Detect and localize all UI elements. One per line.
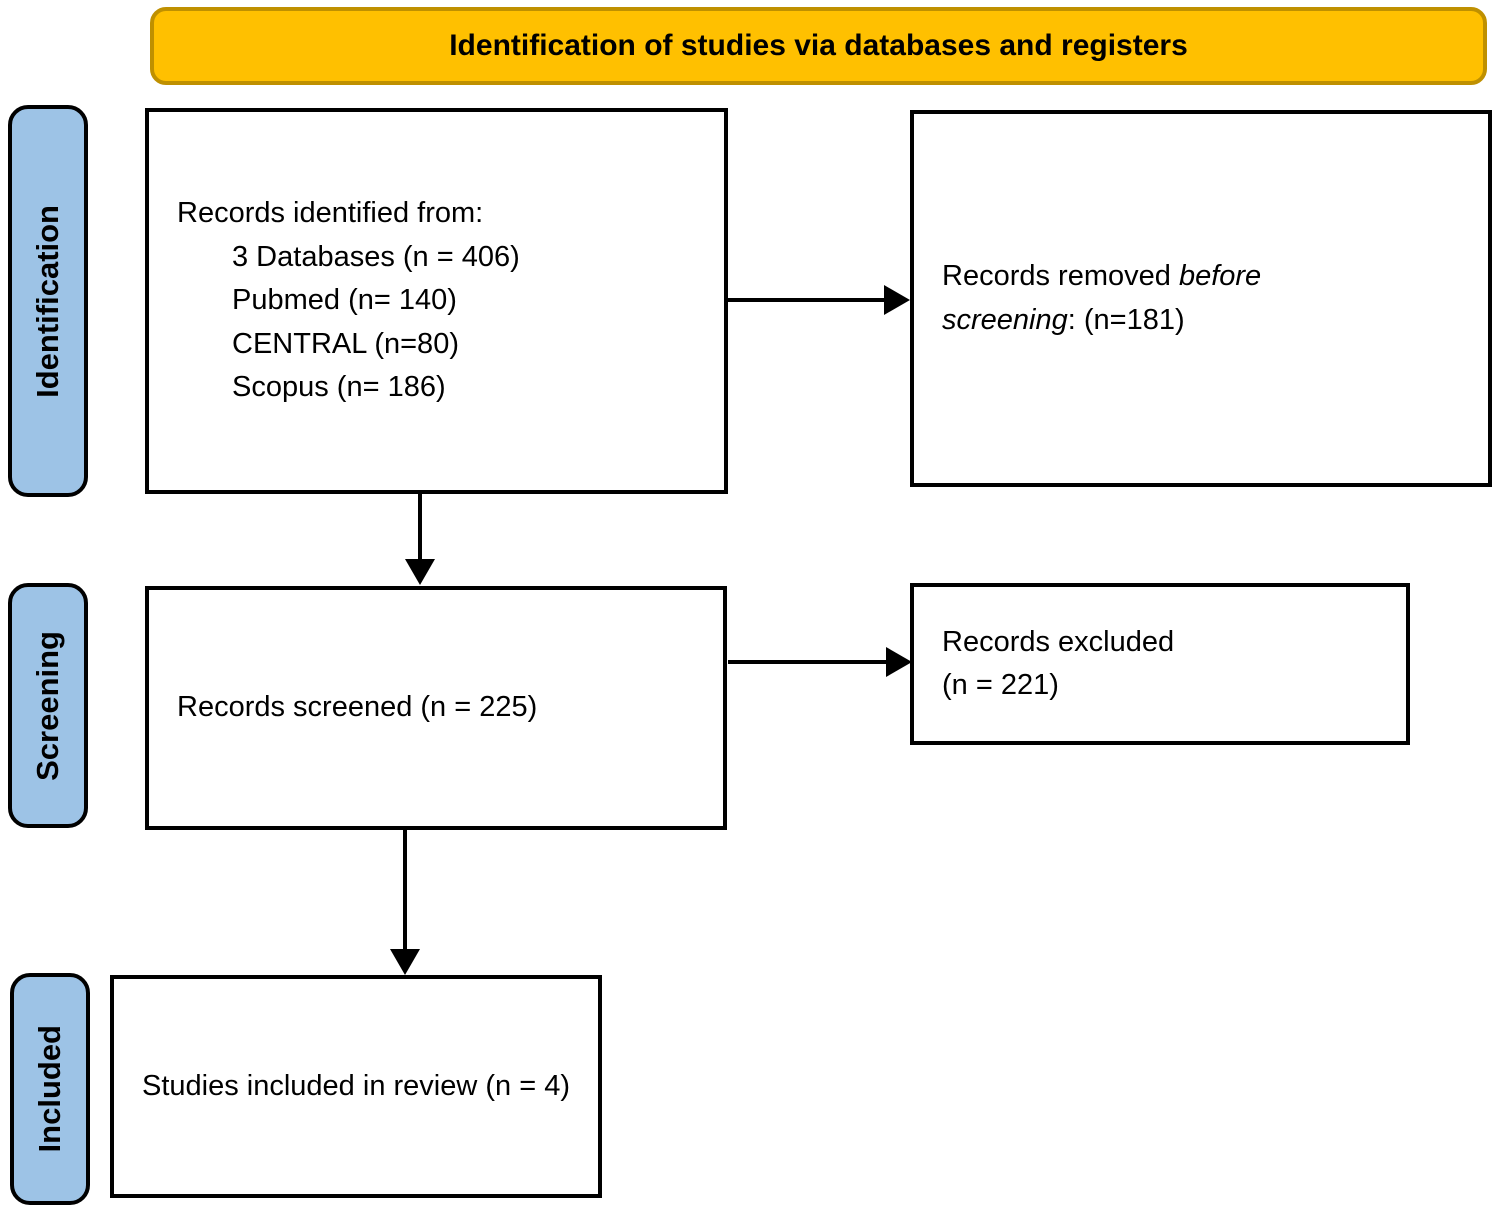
records-excluded-line2: (n = 221) — [942, 669, 1059, 701]
box-records-identified: Records identified from: 3 Databases (n … — [145, 108, 728, 494]
arrow-identified-to-removed — [728, 285, 910, 315]
box-records-removed: Records removed before screening: (n=181… — [910, 110, 1492, 487]
records-identified-item: Scopus (n= 186) — [232, 371, 446, 404]
stage-label-identification-text: Identification — [30, 204, 65, 398]
arrow-identified-to-screened — [405, 494, 435, 585]
banner-title: Identification of studies via databases … — [449, 29, 1188, 62]
records-removed-suffix: : (n=181) — [1067, 303, 1185, 336]
box-studies-included: Studies included in review (n = 4) — [110, 975, 602, 1198]
stage-label-identification: Identification — [8, 105, 88, 497]
records-identified-text: Records identified from: 3 Databases (n … — [177, 192, 520, 410]
box-records-screened: Records screened (n = 225) — [145, 586, 727, 830]
records-removed-prefix: Records removed — [942, 260, 1179, 292]
box-records-excluded: Records excluded (n = 221) — [910, 583, 1410, 745]
records-identified-item: CENTRAL (n=80) — [232, 327, 459, 360]
records-identified-item: Pubmed (n= 140) — [232, 284, 457, 317]
stage-label-included-text: Included — [32, 1025, 67, 1153]
records-removed-text: Records removed before screening: (n=181… — [942, 255, 1362, 342]
arrow-screened-to-included — [390, 830, 420, 975]
records-screened-text: Records screened (n = 225) — [177, 691, 538, 724]
stage-label-screening: Screening — [8, 583, 88, 828]
studies-included-text: Studies included in review (n = 4) — [142, 1069, 570, 1102]
banner: Identification of studies via databases … — [150, 7, 1487, 85]
records-removed-italic: before screening — [942, 260, 1262, 336]
arrow-screened-to-excluded — [728, 647, 912, 677]
stage-label-included: Included — [10, 973, 90, 1205]
records-identified-heading: Records identified from: — [177, 197, 484, 230]
records-excluded-line1: Records excluded — [942, 625, 1175, 658]
stage-label-screening-text: Screening — [30, 630, 65, 781]
records-excluded-text: Records excluded (n = 221) — [942, 621, 1174, 708]
records-identified-item: 3 Databases (n = 406) — [232, 240, 520, 273]
